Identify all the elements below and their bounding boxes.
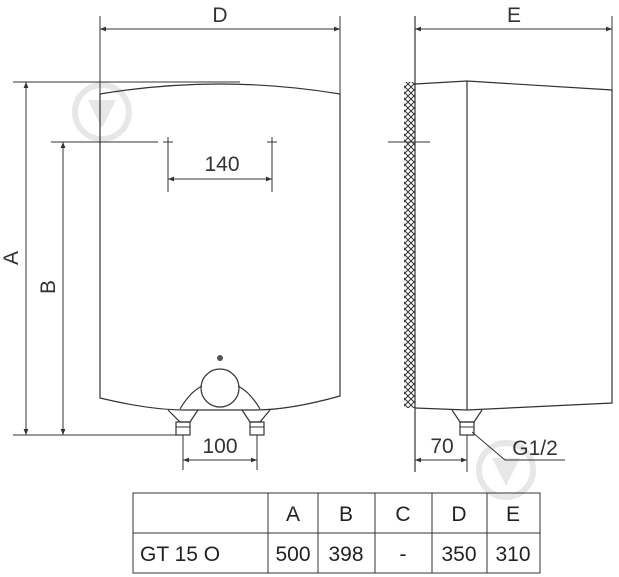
model-cell: GT 15 O — [140, 543, 220, 566]
wall-hatch — [404, 82, 415, 408]
thread-label: G1/2 — [512, 437, 558, 460]
side-view: E 70 G1/2 — [388, 4, 613, 472]
dimension-table: A B C D E GT 15 O 500 398 - 350 310 — [132, 492, 541, 574]
cell-b: 398 — [328, 543, 363, 566]
cell-e: 310 — [495, 543, 530, 566]
pipe-hot — [249, 421, 265, 436]
header-c: C — [395, 503, 410, 526]
watermark-logo — [72, 82, 536, 500]
dimension-b-label: B — [37, 280, 60, 294]
cell-d: 350 — [441, 543, 476, 566]
header-d: D — [451, 503, 466, 526]
table-header-row: A B C D E — [286, 503, 520, 526]
header-a: A — [286, 503, 300, 526]
header-b: B — [339, 503, 353, 526]
pipe-spacing-label: 100 — [202, 435, 237, 458]
mount-spacing-label: 140 — [204, 153, 239, 176]
dimension-d-label: D — [212, 4, 227, 27]
cell-c: - — [400, 543, 407, 566]
header-e: E — [506, 503, 520, 526]
dimension-e-label: E — [507, 4, 521, 27]
table-row: GT 15 O 500 398 - 350 310 — [140, 543, 531, 566]
dimension-a-label: A — [0, 251, 23, 265]
thermostat-knob — [200, 368, 240, 408]
cell-a: 500 — [275, 543, 310, 566]
indicator-light — [217, 355, 223, 361]
pipe-cold — [175, 421, 191, 436]
pipe-offset-label: 70 — [430, 435, 453, 458]
front-view: D A B 140 100 — [0, 4, 341, 470]
